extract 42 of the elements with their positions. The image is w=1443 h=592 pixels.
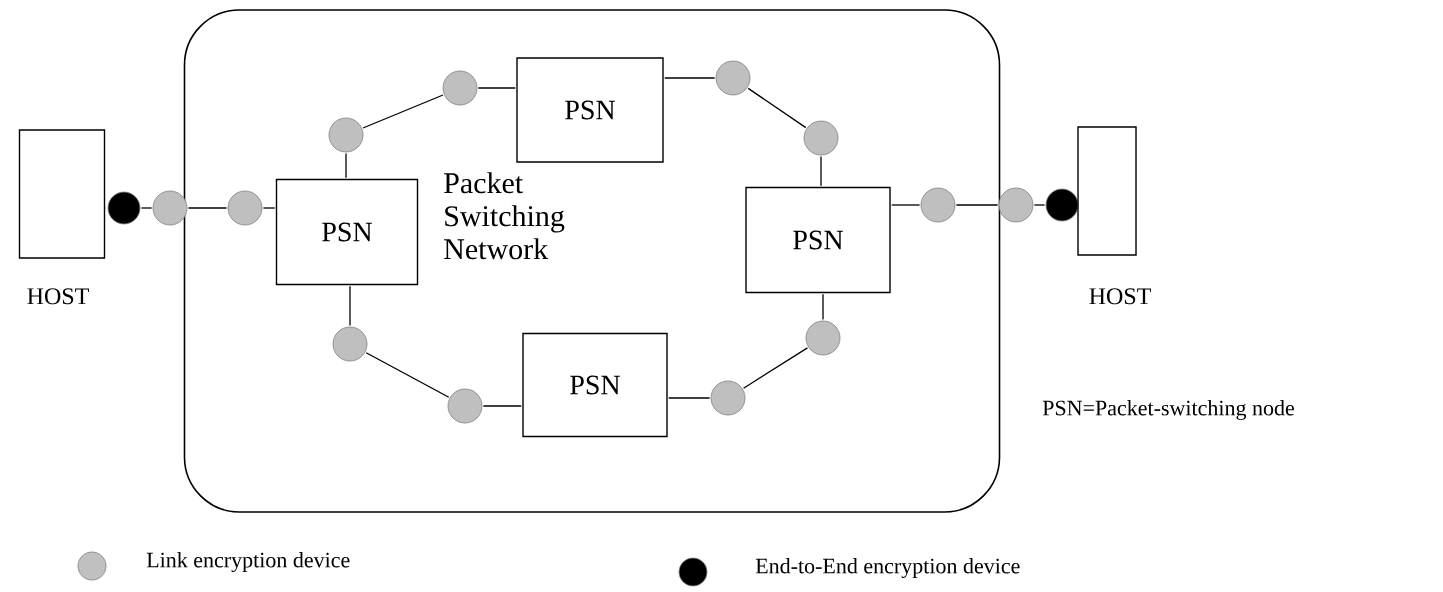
link-encryption-device xyxy=(715,60,751,96)
link-encryption-device xyxy=(920,187,956,223)
connector-line xyxy=(891,204,921,206)
link-encryption-device xyxy=(152,190,188,226)
link-encryption-device xyxy=(447,388,483,424)
legend-label: Link encryption device xyxy=(146,552,350,572)
connector-line xyxy=(482,405,522,407)
psn-box: PSN xyxy=(745,186,891,294)
host-label: HOST xyxy=(27,288,89,305)
psn-box: PSN xyxy=(275,178,419,286)
connector-line xyxy=(747,87,807,129)
link-encryption-device xyxy=(710,380,746,416)
psn-box: PSN xyxy=(522,332,668,438)
connector-line xyxy=(1033,204,1046,206)
connector-line xyxy=(742,347,809,389)
connector-line xyxy=(140,207,153,209)
connector-line xyxy=(477,87,516,89)
connector-line xyxy=(365,352,450,398)
psn-box: PSN xyxy=(516,57,664,163)
note: PSN=Packet-switching node xyxy=(1042,400,1294,420)
link-encryption-device xyxy=(803,120,839,156)
link-encryption-device xyxy=(442,70,478,106)
connector-line xyxy=(822,293,824,321)
link-encryption-device xyxy=(328,117,364,153)
host-label: HOST xyxy=(1089,288,1151,305)
end-to-end-device xyxy=(1045,188,1079,222)
connector-line xyxy=(262,207,276,209)
connector-line xyxy=(345,152,347,179)
connector-line xyxy=(820,155,822,187)
end-to-end-device xyxy=(107,191,141,225)
connector-line xyxy=(668,397,711,399)
connector-line xyxy=(955,204,999,206)
connector-line xyxy=(187,207,228,209)
connector-line xyxy=(362,94,444,129)
link-encryption-device xyxy=(805,320,841,356)
link-encryption-device xyxy=(332,326,368,362)
legend-label: End-to-End encryption device xyxy=(755,558,1020,578)
connector-line xyxy=(664,77,716,79)
link-encryption-device xyxy=(998,187,1034,223)
link-encryption-device xyxy=(227,190,263,226)
network-label: Packet Switching Network xyxy=(444,172,565,260)
connector-line xyxy=(349,285,351,327)
